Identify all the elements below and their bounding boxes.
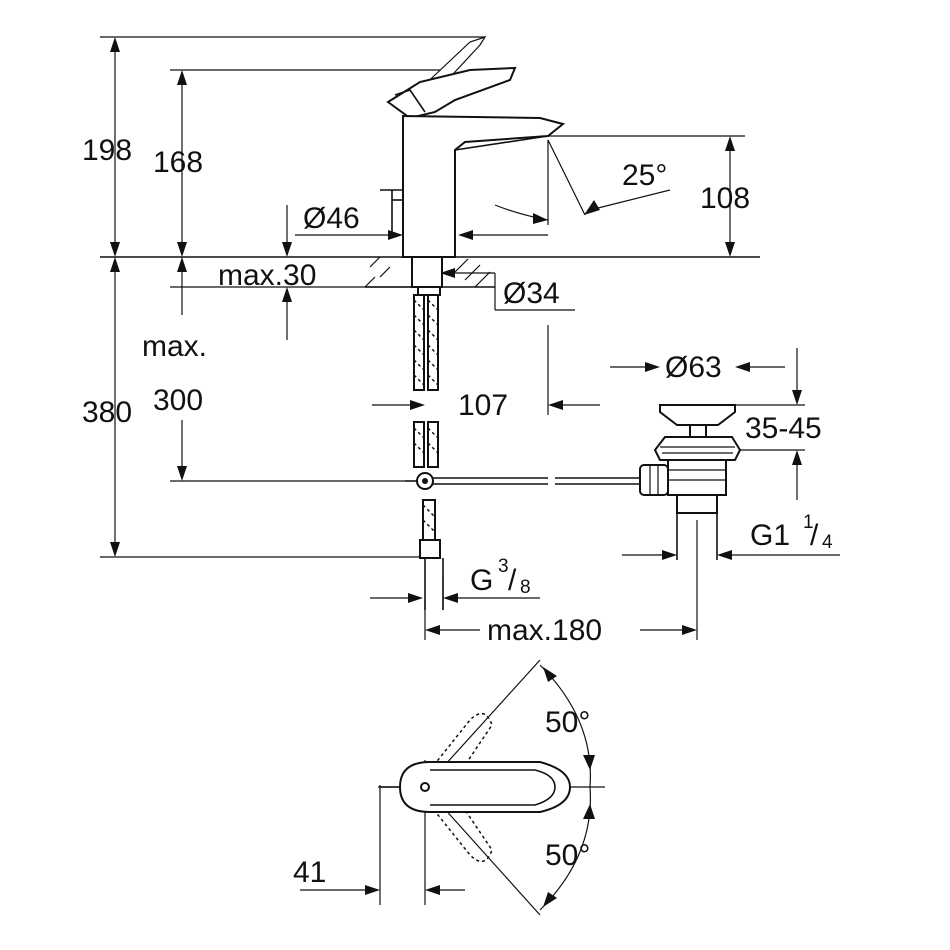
label-g38-denominator: 8 [520,577,531,598]
label-g1-denominator: 4 [822,532,833,553]
flexible-hoses [413,294,444,610]
label-g1-slash: / [810,519,819,552]
drain-assembly [639,404,742,560]
label-angle-25: 25° [622,159,667,192]
label-107: 107 [458,389,508,422]
label-g1: G1 [750,519,790,552]
label-angle-50-bottom: 50° [545,839,590,872]
label-g38: G [470,564,493,597]
label-g38-slash: / [508,564,517,597]
label-diameter-63: Ø63 [665,351,722,384]
dimension-lines [110,37,840,905]
dimension-labels: 198 168 Ø46 25° 108 max.30 Ø34 max. 380 … [82,134,833,889]
label-g1-numerator: 1 [803,512,814,533]
label-angle-50-top: 50° [545,706,590,739]
label-168: 168 [153,146,203,179]
countertop [364,256,495,296]
label-380: 380 [82,396,132,429]
label-max-30: max.30 [218,259,316,292]
label-diameter-46: Ø46 [303,202,360,235]
label-max-180: max.180 [487,614,602,647]
label-g38-numerator: 3 [498,556,509,577]
label-diameter-34: Ø34 [503,277,560,310]
label-35-45: 35-45 [745,412,822,445]
label-max: max. [142,330,207,363]
popup-rod [405,472,652,490]
label-198: 198 [82,134,132,167]
spout-angle-25 [494,139,671,224]
label-41: 41 [293,856,326,889]
label-300: 300 [153,384,203,417]
label-108: 108 [700,182,750,215]
faucet-top-view [378,659,605,916]
